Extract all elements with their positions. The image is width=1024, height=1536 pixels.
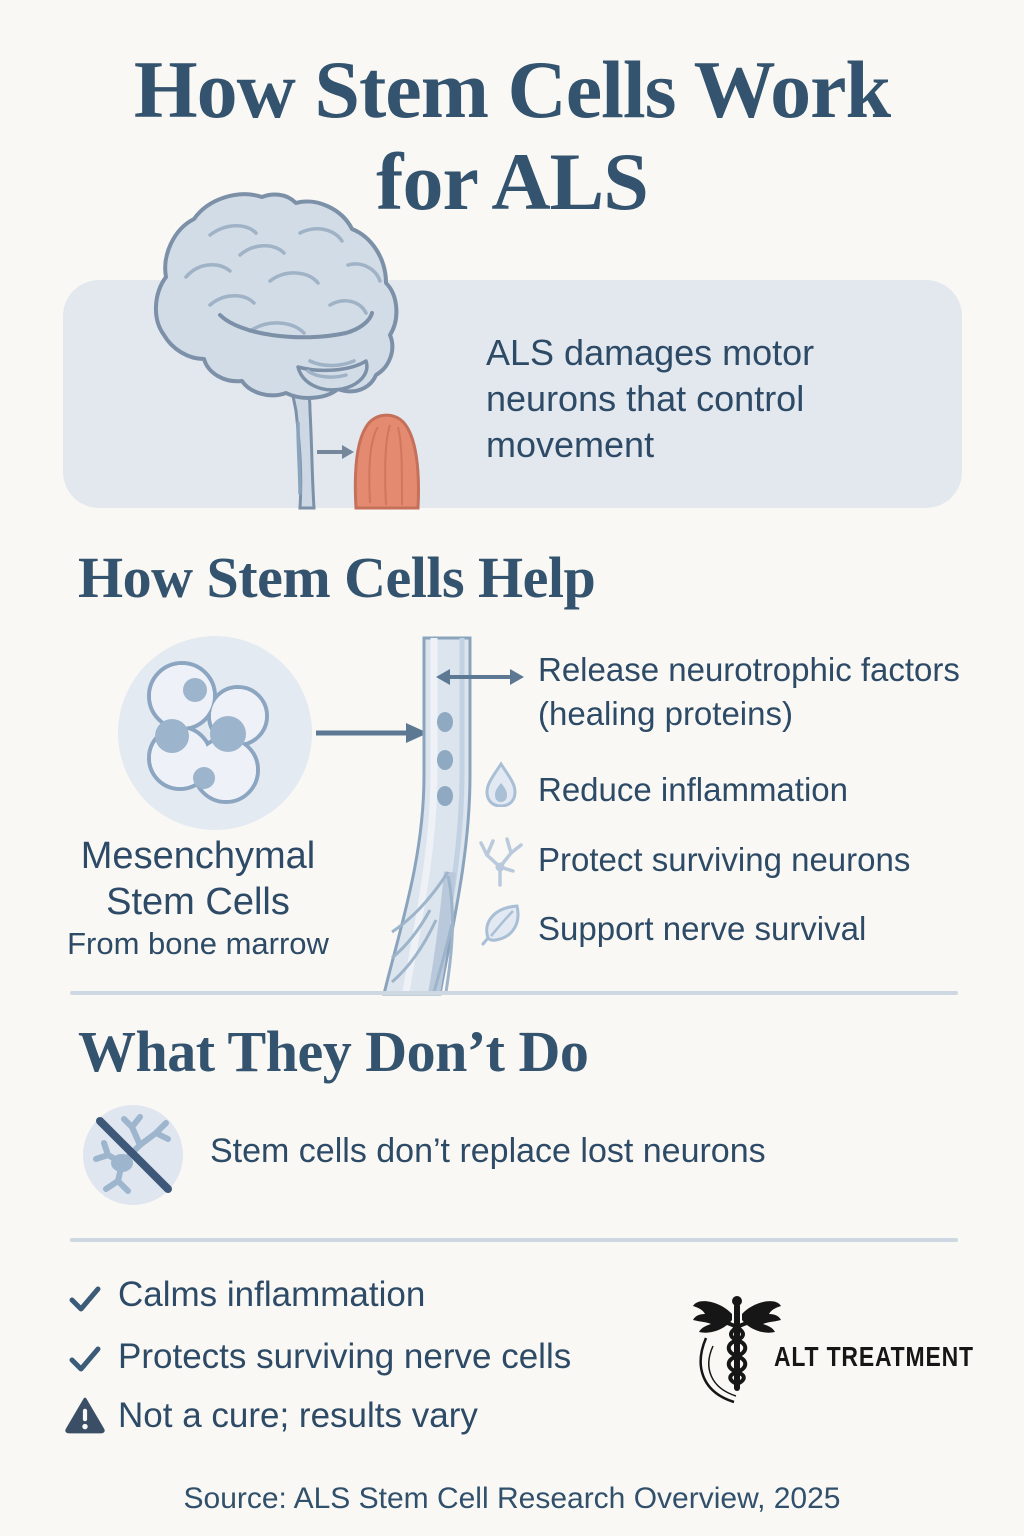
summary-item: Protects surviving nerve cells [118, 1337, 572, 1376]
spinal-cord-section [382, 636, 472, 996]
warning-icon [65, 1397, 105, 1434]
benefit-item: Protect surviving neurons [538, 841, 911, 878]
stem-cell-icon [118, 636, 312, 830]
leaf-icon [481, 904, 520, 946]
section-divider [70, 1238, 958, 1242]
section-heading-help: How Stem Cells Help [78, 545, 596, 610]
slash-icon [96, 1117, 172, 1193]
page-title-line2: for ALS [376, 135, 649, 227]
check-icon [69, 1346, 101, 1372]
summary-item: Not a cure; results vary [118, 1396, 478, 1435]
section-divider [70, 991, 958, 995]
page-title: How Stem Cells Work for ALS [0, 44, 1024, 228]
page-title-line1: How Stem Cells Work [133, 44, 891, 135]
section-heading-dont: What They Don’t Do [78, 1019, 589, 1084]
benefit-item: Support nerve survival [538, 910, 867, 947]
crossed-neuron-icon [83, 1105, 183, 1205]
benefit-item: Reduce inflammation [538, 771, 848, 808]
logo-wordmark: ALT TREATMENT [774, 1341, 974, 1372]
brain-spinal-cord-illustration [153, 192, 420, 510]
cell-to-cord-arrow-icon [316, 723, 428, 743]
check-icon [69, 1286, 101, 1312]
summary-item: Calms inflammation [118, 1275, 426, 1314]
brain [153, 192, 399, 400]
cell-label: Mesenchymal Stem Cells [80, 835, 316, 923]
muscle [353, 413, 420, 510]
dont-text: Stem cells don’t replace lost neurons [210, 1132, 766, 1170]
damage-arrow-icon [317, 445, 354, 459]
release-double-arrow-icon [436, 669, 524, 685]
flame-icon [485, 761, 517, 807]
caduceus-icon [693, 1296, 781, 1404]
source-note: Source: ALS Stem Cell Research Overview,… [183, 1482, 841, 1515]
cell-sublabel: From bone marrow [67, 926, 329, 961]
intro-panel-text: ALS damages motor neurons that control m… [486, 332, 815, 465]
benefit-item: Release neurotrophic factors (healing pr… [538, 651, 960, 732]
stem-cell-cord-illustration [118, 636, 524, 996]
neuron-icon [479, 837, 523, 887]
